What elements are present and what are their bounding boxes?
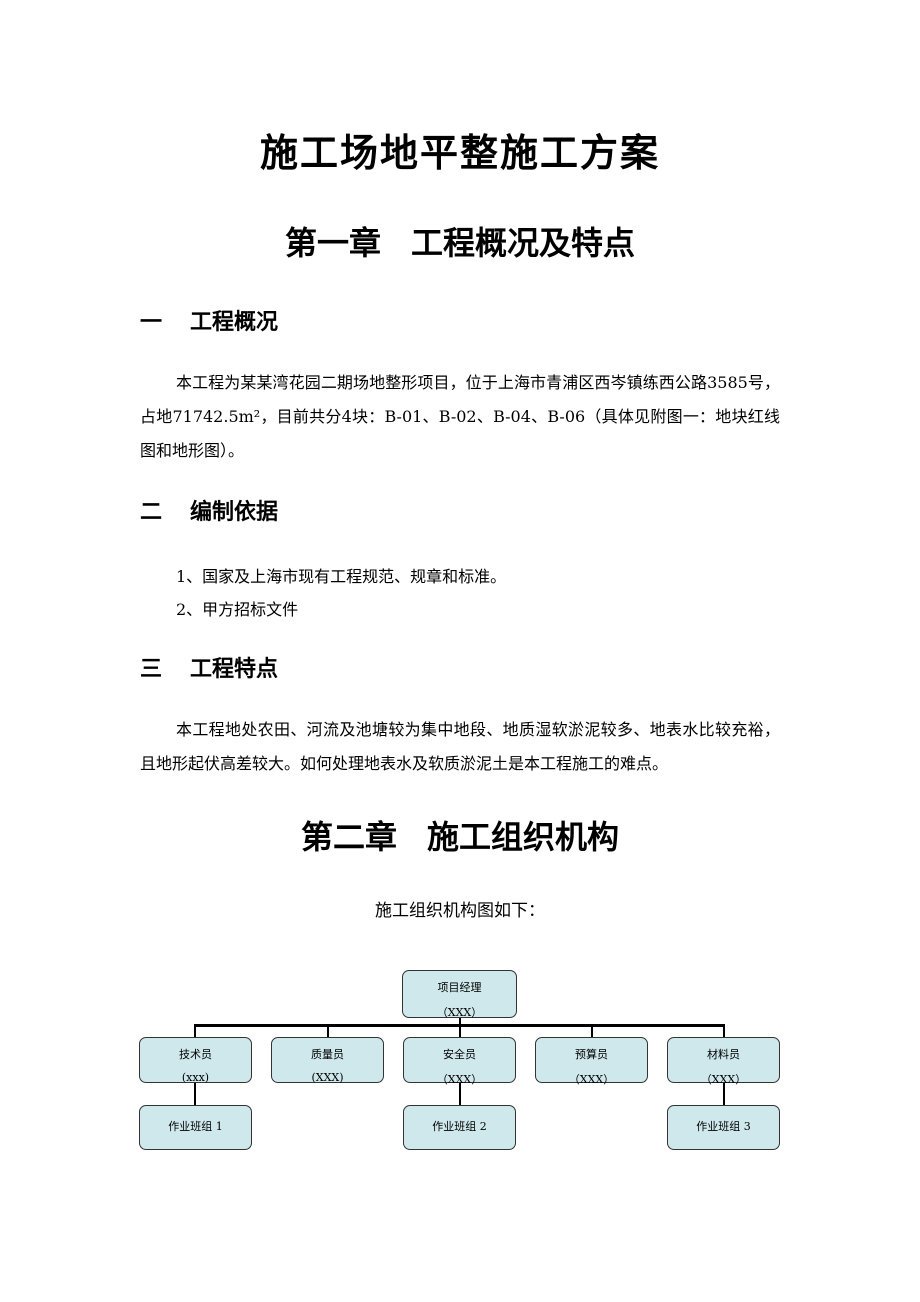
section-2-heading: 二 编制依据 — [140, 494, 278, 526]
chapter-2-heading: 第二章施工组织机构 — [0, 812, 920, 858]
section-1-number: 一 — [140, 310, 163, 335]
team-label: 作业班组 2 — [432, 1120, 487, 1133]
section-2-number: 二 — [140, 500, 163, 525]
section-3-heading: 三 工程特点 — [140, 651, 278, 683]
team-label: 作业班组 1 — [168, 1120, 223, 1133]
document-title: 施工场地平整施工方案 — [259, 130, 660, 175]
staff-title: 技术员 — [179, 1048, 212, 1061]
team-label: 作业班组 3 — [696, 1120, 751, 1133]
staff-name: （XXX） — [436, 1073, 483, 1086]
section-1-text: 本工程为某某湾花园二期场地整形项目，位于上海市青浦区西岑镇练西公路3585号，占… — [140, 373, 780, 460]
connector-staff-5 — [723, 1025, 725, 1038]
org-box-manager: 项目经理 （XXX） — [402, 970, 517, 1019]
org-box-budget: 预算员 （XXX） — [535, 1037, 648, 1086]
connector-staff-2 — [327, 1025, 329, 1038]
section-3-number: 三 — [140, 657, 163, 682]
connector-team-2 — [459, 1083, 461, 1105]
staff-name: (xxx) — [181, 1071, 210, 1084]
connector-staff-1 — [194, 1025, 196, 1038]
connector-staff-4 — [591, 1025, 593, 1038]
basis-item-1: 1、国家及上海市现有工程规范、规章和标准。 — [176, 567, 507, 586]
org-box-quality: 质量员 (XXX) — [271, 1037, 384, 1084]
org-chart-caption: 施工组织机构图如下： — [375, 901, 545, 921]
chapter-1-title: 工程概况及特点 — [411, 224, 636, 262]
section-1-paragraph: 本工程为某某湾花园二期场地整形项目，位于上海市青浦区西岑镇练西公路3585号，占… — [140, 366, 780, 468]
connector-staff-3 — [459, 1025, 461, 1038]
chapter-2-number: 第二章 — [300, 818, 397, 856]
basis-item-2: 2、甲方招标文件 — [176, 600, 299, 619]
chapter-1-heading: 第一章工程概况及特点 — [0, 218, 920, 264]
staff-name: (XXX) — [311, 1071, 344, 1084]
section-3-text: 本工程地处农田、河流及池塘较为集中地段、地质湿软淤泥较多、地表水比较充裕，且地形… — [140, 720, 780, 773]
org-box-safety: 安全员 （XXX） — [403, 1037, 516, 1086]
org-box-team-1: 作业班组 1 — [139, 1105, 252, 1150]
org-box-team-2: 作业班组 2 — [403, 1105, 516, 1150]
manager-name: （XXX） — [436, 1006, 483, 1019]
org-box-team-3: 作业班组 3 — [667, 1105, 780, 1150]
section-1-title: 工程概况 — [190, 310, 279, 335]
staff-name: （XXX） — [700, 1073, 747, 1086]
section-1-heading: 一 工程概况 — [140, 304, 278, 336]
org-box-materials: 材料员 （XXX） — [667, 1037, 780, 1086]
chapter-1-number: 第一章 — [284, 224, 381, 262]
staff-title: 材料员 — [707, 1048, 740, 1061]
connector-team-1 — [194, 1083, 196, 1105]
section-3-title: 工程特点 — [190, 657, 279, 682]
section-3-paragraph: 本工程地处农田、河流及池塘较为集中地段、地质湿软淤泥较多、地表水比较充裕，且地形… — [140, 713, 780, 781]
chapter-2-title: 施工组织机构 — [427, 818, 620, 856]
staff-name: （XXX） — [568, 1073, 615, 1086]
org-box-technician: 技术员 (xxx) — [139, 1037, 252, 1084]
connector-manager-down — [459, 1017, 461, 1026]
staff-title: 预算员 — [575, 1048, 608, 1061]
staff-title: 安全员 — [443, 1048, 476, 1061]
connector-team-3 — [723, 1083, 725, 1105]
staff-title: 质量员 — [311, 1048, 344, 1061]
section-2-title: 编制依据 — [190, 500, 279, 525]
manager-title: 项目经理 — [437, 981, 482, 994]
